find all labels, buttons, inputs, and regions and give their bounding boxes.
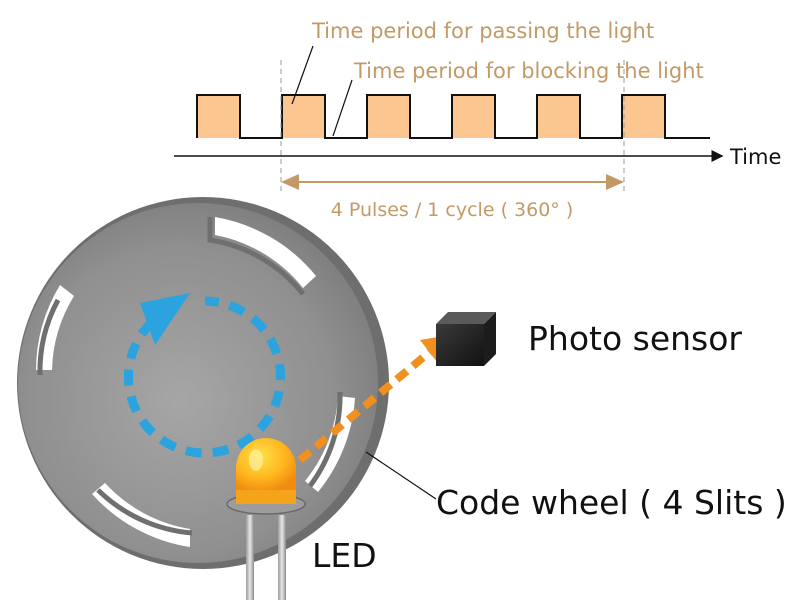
light-path-arrow-icon: [297, 346, 435, 464]
code-wheel-label: Code wheel ( 4 Slits ): [436, 483, 787, 522]
led-base: [236, 486, 296, 504]
pulse-6: [622, 95, 665, 138]
pulse-waveform: [196, 94, 710, 139]
pulse-2: [282, 95, 325, 138]
led-label: LED: [312, 536, 377, 575]
pulse-5: [537, 95, 580, 138]
slit-top-shadow: [207, 217, 305, 296]
pulse-1: [197, 95, 240, 138]
cube-top: [436, 312, 496, 324]
pulse-4: [452, 95, 495, 138]
cube-front: [436, 324, 484, 366]
passing-pointer: [291, 45, 314, 105]
pulse-fills: [197, 95, 665, 138]
photo-sensor-label: Photo sensor: [528, 319, 742, 358]
slit-top: [215, 217, 316, 288]
rotation-arrow-icon: [124, 296, 285, 458]
rotation-arrowhead: [140, 293, 190, 345]
blocking-label: Time period for blocking the light: [353, 59, 704, 83]
cube-side: [484, 312, 496, 366]
wheel-disc: [18, 203, 378, 563]
blocking-pointer: [332, 79, 353, 137]
led-icon: [226, 438, 306, 600]
code-wheel: [17, 197, 389, 569]
led-leg-left: [246, 515, 254, 600]
time-axis-label: Time: [729, 145, 781, 169]
photo-sensor-cube: [436, 312, 496, 366]
slit-left: [36, 285, 74, 370]
slit-right-shadow: [308, 391, 343, 488]
pulse-diagram: Time 4 Pulses / 1 cycle ( 360° ) Time pe…: [174, 19, 781, 221]
code-wheel-pointer: [365, 451, 437, 500]
led-dome: [236, 438, 296, 490]
slit-bottom-shadow: [96, 488, 193, 536]
led-leg-right: [278, 515, 286, 600]
led-highlight: [249, 449, 263, 471]
passing-label: Time period for passing the light: [311, 19, 654, 43]
slit-left-shadow: [37, 298, 61, 376]
pulse-3: [367, 95, 410, 138]
cycle-label: 4 Pulses / 1 cycle ( 360° ): [331, 199, 573, 221]
